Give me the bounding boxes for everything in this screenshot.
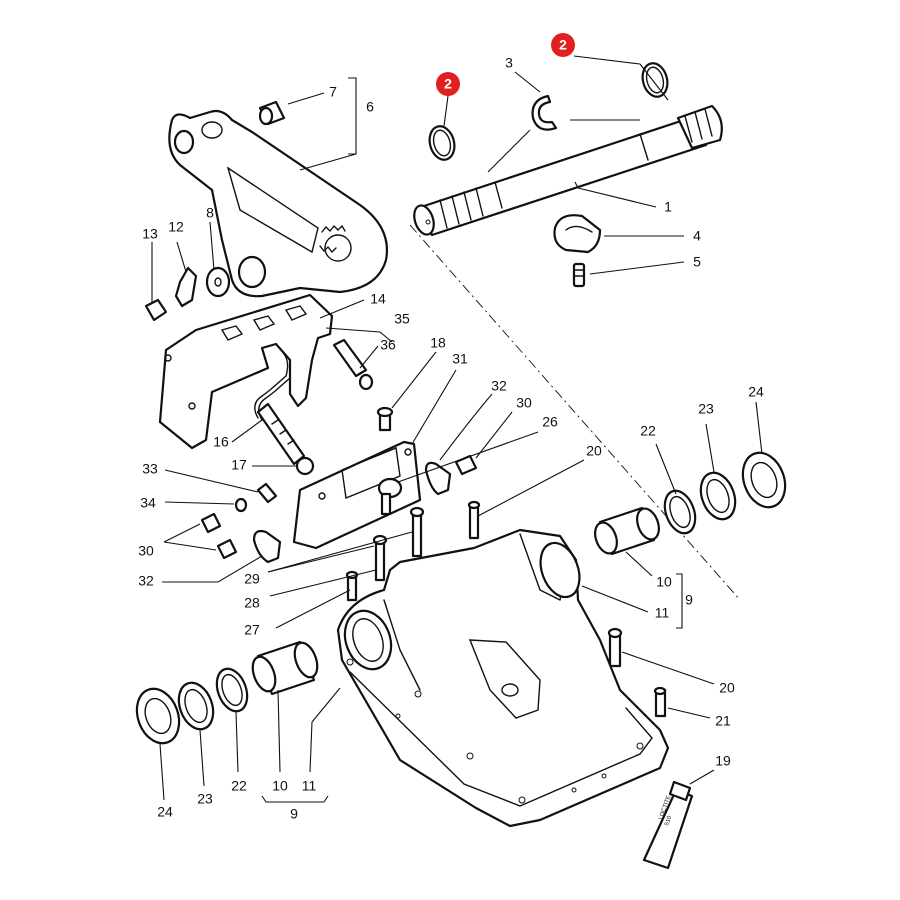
bolt-21 — [653, 686, 667, 718]
ring-22-right — [663, 489, 697, 535]
label-22-left: 22 — [231, 778, 247, 794]
circlip-upper-left — [428, 125, 456, 161]
bolt-20-lower — [607, 627, 623, 668]
ring-23-right — [699, 471, 737, 521]
half-bearing — [553, 214, 602, 254]
label-24-left: 24 — [157, 804, 173, 820]
label-34: 34 — [140, 495, 156, 511]
label-36: 36 — [380, 337, 396, 353]
label-35: 35 — [394, 311, 410, 327]
knob-18 — [376, 406, 394, 432]
label-12: 12 — [168, 219, 184, 235]
label-18: 18 — [430, 335, 446, 351]
housing — [336, 528, 670, 828]
label-32-lower: 32 — [138, 573, 154, 589]
bracket — [158, 293, 334, 450]
screw-30-right — [454, 454, 478, 476]
label-14: 14 — [370, 291, 386, 307]
bushing-10-right — [594, 506, 660, 556]
label-6: 6 — [366, 99, 374, 115]
svg-text:2: 2 — [444, 76, 452, 92]
ring-23-left — [177, 681, 215, 731]
label-26: 26 — [542, 414, 558, 430]
loctite-tube: LOCTITE 510 — [642, 780, 694, 870]
lock-plate — [174, 266, 198, 308]
ring-22-left — [215, 667, 249, 713]
nut-17 — [295, 456, 315, 476]
label-27: 27 — [244, 622, 260, 638]
label-20-upper: 20 — [586, 443, 602, 459]
plate-31 — [292, 440, 422, 550]
label-31: 31 — [452, 351, 468, 367]
circlip-upper-right — [641, 62, 669, 98]
label-29: 29 — [244, 571, 260, 587]
label-33: 33 — [142, 461, 158, 477]
label-30-upper: 30 — [516, 395, 532, 411]
circlip-middle — [531, 94, 558, 131]
label-8: 8 — [206, 205, 214, 221]
label-11-left: 11 — [302, 778, 317, 794]
label-22-right: 22 — [640, 423, 656, 439]
shaft — [413, 104, 723, 237]
lever-arm — [168, 109, 388, 298]
clip-32-lower — [252, 529, 282, 564]
label-11-right: 11 — [655, 605, 670, 621]
label-23-left: 23 — [197, 791, 213, 807]
washer-34 — [234, 497, 248, 513]
label-32-upper: 32 — [491, 378, 507, 394]
label-24-right: 24 — [748, 384, 764, 400]
centre-line — [409, 224, 741, 601]
bolt-20-upper — [467, 500, 481, 540]
label-20-lower: 20 — [719, 680, 735, 696]
spring-wire — [254, 353, 289, 419]
label-19: 19 — [715, 753, 731, 769]
label-21: 21 — [715, 713, 731, 729]
label-1: 1 — [664, 199, 672, 215]
stud-29 — [409, 506, 425, 558]
label-10-right: 10 — [656, 574, 672, 590]
label-10-left: 10 — [272, 778, 288, 794]
sensor-26 — [377, 477, 403, 516]
clip-32-upper — [424, 461, 452, 496]
label-23-right: 23 — [698, 401, 714, 417]
label-28: 28 — [244, 595, 260, 611]
seal-24-right — [741, 451, 787, 509]
label-4: 4 — [693, 228, 701, 244]
label-9-right: 9 — [685, 592, 693, 608]
bushing-7 — [258, 100, 286, 126]
bolt-33 — [256, 482, 278, 504]
stud-36 — [332, 338, 374, 391]
svg-text:2: 2 — [559, 37, 567, 53]
label-16: 16 — [213, 434, 229, 450]
label-7: 7 — [329, 84, 337, 100]
badge-2-left: 2 — [436, 72, 460, 96]
bushing-10-left — [251, 640, 319, 696]
part-number-labels: 1 3 4 5 6 7 8 12 13 14 35 36 18 31 32 30… — [138, 55, 764, 822]
washer-8 — [205, 266, 231, 298]
bolt-5 — [572, 262, 586, 288]
label-30-lower: 30 — [138, 543, 154, 559]
label-13: 13 — [142, 226, 158, 242]
label-5: 5 — [693, 254, 701, 270]
tube-text-code: 510 — [664, 815, 673, 827]
bolt-13 — [144, 298, 168, 322]
label-3: 3 — [505, 55, 513, 71]
badge-2-right: 2 — [551, 33, 575, 57]
seal-24-left — [135, 687, 181, 745]
label-9-left: 9 — [290, 806, 298, 822]
screw-30-left-upper — [200, 512, 222, 534]
leader-lines — [151, 55, 763, 803]
screw-30-left-lower — [216, 538, 238, 560]
pin-16 — [256, 402, 306, 466]
label-17: 17 — [231, 457, 247, 473]
